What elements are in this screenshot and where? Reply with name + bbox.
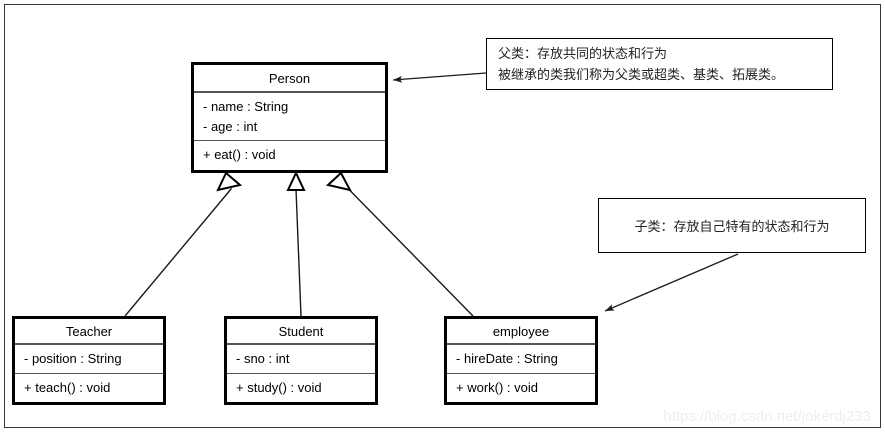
note-line: 子类：存放自己特有的状态和行为 <box>634 220 830 235</box>
class-name-student: Student <box>227 319 375 346</box>
operations-teacher: + teach() : void <box>15 374 163 402</box>
uml-class-employee[interactable]: employee - hireDate : String + work() : … <box>444 316 598 405</box>
operation-item: + study() : void <box>236 380 322 396</box>
note-superclass: 父类：存放共同的状态和行为 被继承的类我们称为父类或超类、基类、拓展类。 <box>486 38 833 90</box>
attribute-item: - hireDate : String <box>456 351 558 367</box>
note-leader-subclass <box>604 253 739 312</box>
attribute-item: - age : int <box>203 118 258 134</box>
class-name-employee: employee <box>447 319 595 346</box>
attributes-employee: - hireDate : String <box>447 345 595 375</box>
class-name-person: Person <box>194 65 385 94</box>
note-line: 被继承的类我们称为父类或超类、基类、拓展类。 <box>498 68 785 83</box>
attribute-item: - sno : int <box>236 351 290 367</box>
operations-person: + eat() : void <box>194 141 385 170</box>
note-line: 父类：存放共同的状态和行为 <box>498 47 668 62</box>
watermark: https://blog.csdn.net/jokerdj233 <box>663 408 871 425</box>
operations-student: + study() : void <box>227 374 375 402</box>
operation-item: + eat() : void <box>203 147 276 163</box>
attributes-teacher: - position : String <box>15 345 163 375</box>
attributes-person: - name : String - age : int <box>194 93 385 141</box>
generalization-student-to-person <box>286 170 306 317</box>
attributes-student: - sno : int <box>227 345 375 375</box>
uml-class-student[interactable]: Student - sno : int + study() : void <box>224 316 378 405</box>
operation-item: + work() : void <box>456 380 538 396</box>
uml-class-person[interactable]: Person - name : String - age : int + eat… <box>191 62 388 173</box>
attribute-item: - name : String <box>203 98 289 114</box>
generalization-employee-to-person <box>325 171 474 317</box>
uml-class-teacher[interactable]: Teacher - position : String + teach() : … <box>12 316 166 405</box>
attribute-item: - position : String <box>24 351 122 367</box>
operations-employee: + work() : void <box>447 374 595 402</box>
generalization-teacher-to-person <box>124 171 243 317</box>
operation-item: + teach() : void <box>24 380 111 396</box>
note-subclass: 子类：存放自己特有的状态和行为 <box>598 198 866 253</box>
note-leader-superclass <box>392 72 487 83</box>
class-name-teacher: Teacher <box>15 319 163 346</box>
